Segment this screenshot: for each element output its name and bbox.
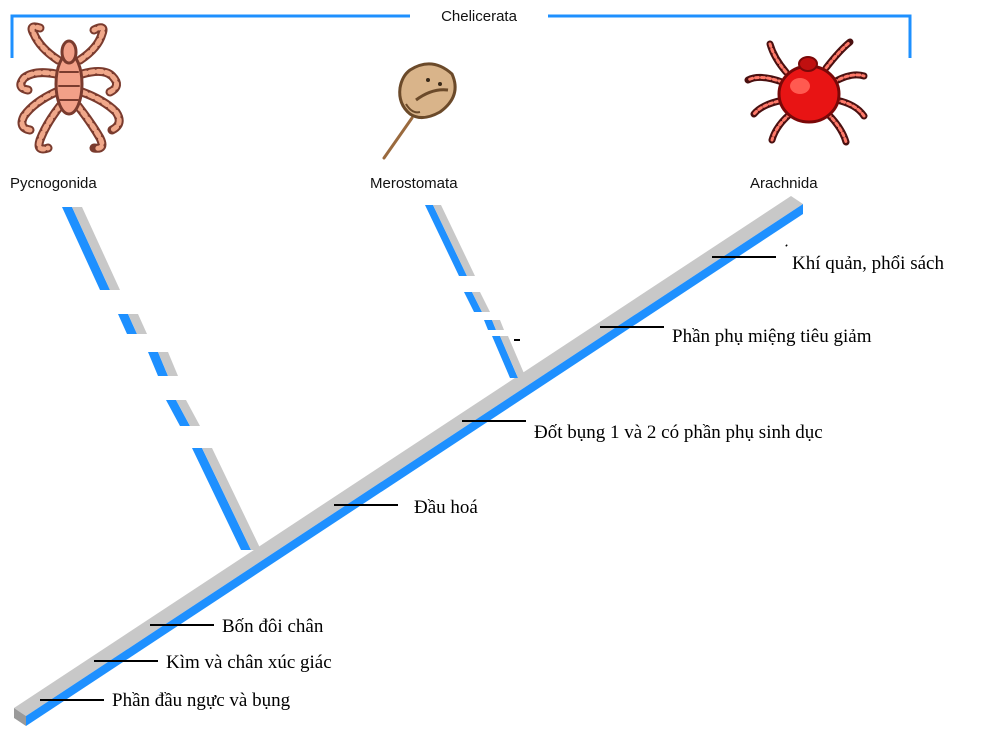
trait-label-cephalothorax-abdomen: Phần đầu ngực và bụng (112, 690, 291, 711)
trait-label-reduced-mouthparts: Phần phụ miệng tiêu giảm (672, 326, 872, 347)
trait-ticks (40, 244, 788, 701)
pycnogonida-branch (62, 207, 261, 550)
taxon-label-pycnogonida: Pycnogonida (10, 175, 97, 192)
mite-icon (744, 38, 868, 146)
taxon-label-arachnida: Arachnida (750, 175, 818, 192)
trait-label-cephalization: Đầu hoá (414, 497, 478, 518)
trait-label-chelicerae-pedipalps: Kìm và chân xúc giác (166, 652, 332, 673)
trait-label-tracheae-book-lungs: Khí quản, phổi sách (792, 253, 944, 274)
merostomata-branch (425, 205, 526, 378)
chelicerata-bracket: Chelicerata (10, 8, 912, 58)
main-trunk (14, 196, 803, 726)
horseshoe-crab-icon (382, 62, 457, 160)
taxon-label-merostomata: Merostomata (370, 175, 458, 192)
trait-label-four-leg-pairs: Bốn đôi chân (222, 616, 324, 637)
group-label: Chelicerata (441, 8, 518, 25)
trait-label-genital-appendages: Đốt bụng 1 và 2 có phần phụ sinh dục (534, 422, 823, 443)
sea-spider-icon (16, 22, 124, 154)
